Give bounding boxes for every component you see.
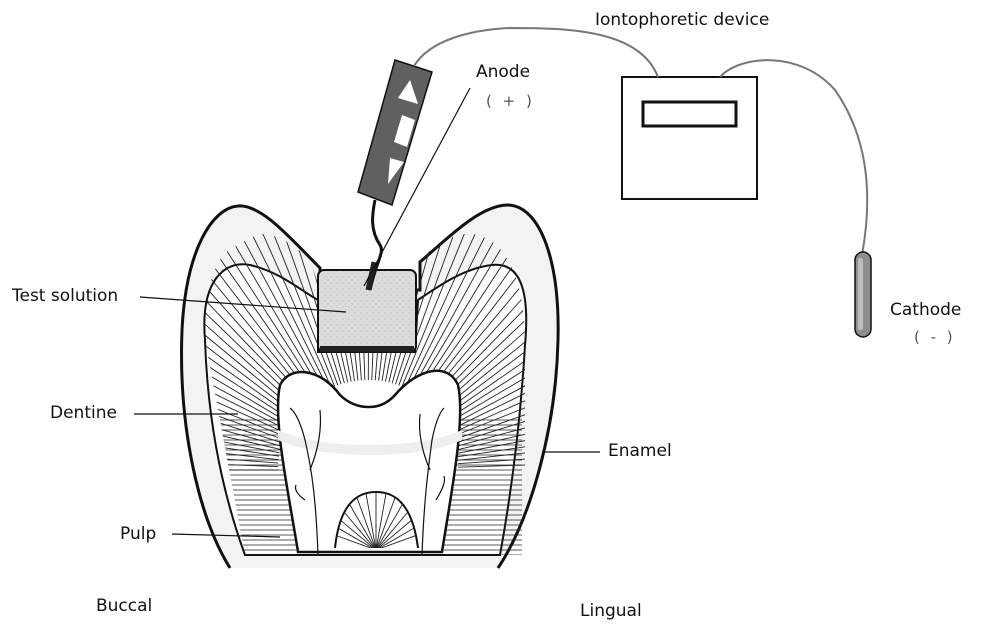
cathode-highlight [858, 258, 863, 330]
label-buccal: Buccal [96, 598, 152, 615]
well-floor [320, 346, 414, 352]
label-test-solution: Test solution [12, 288, 118, 305]
label-iontophoretic-device: Iontophoretic device [595, 12, 769, 29]
anode-probe [358, 60, 432, 290]
anode-wire [414, 28, 658, 77]
device-display [643, 102, 736, 126]
label-dentine: Dentine [50, 405, 117, 422]
label-enamel: Enamel [608, 443, 672, 460]
label-cathode: Cathode [890, 302, 961, 319]
label-pulp: Pulp [120, 526, 156, 543]
iontophoretic-device [622, 77, 757, 199]
label-anode-sign: ( + ) [486, 94, 535, 109]
label-cathode-sign: ( - ) [914, 330, 956, 345]
label-anode: Anode [476, 64, 530, 81]
label-lingual: Lingual [580, 603, 642, 620]
